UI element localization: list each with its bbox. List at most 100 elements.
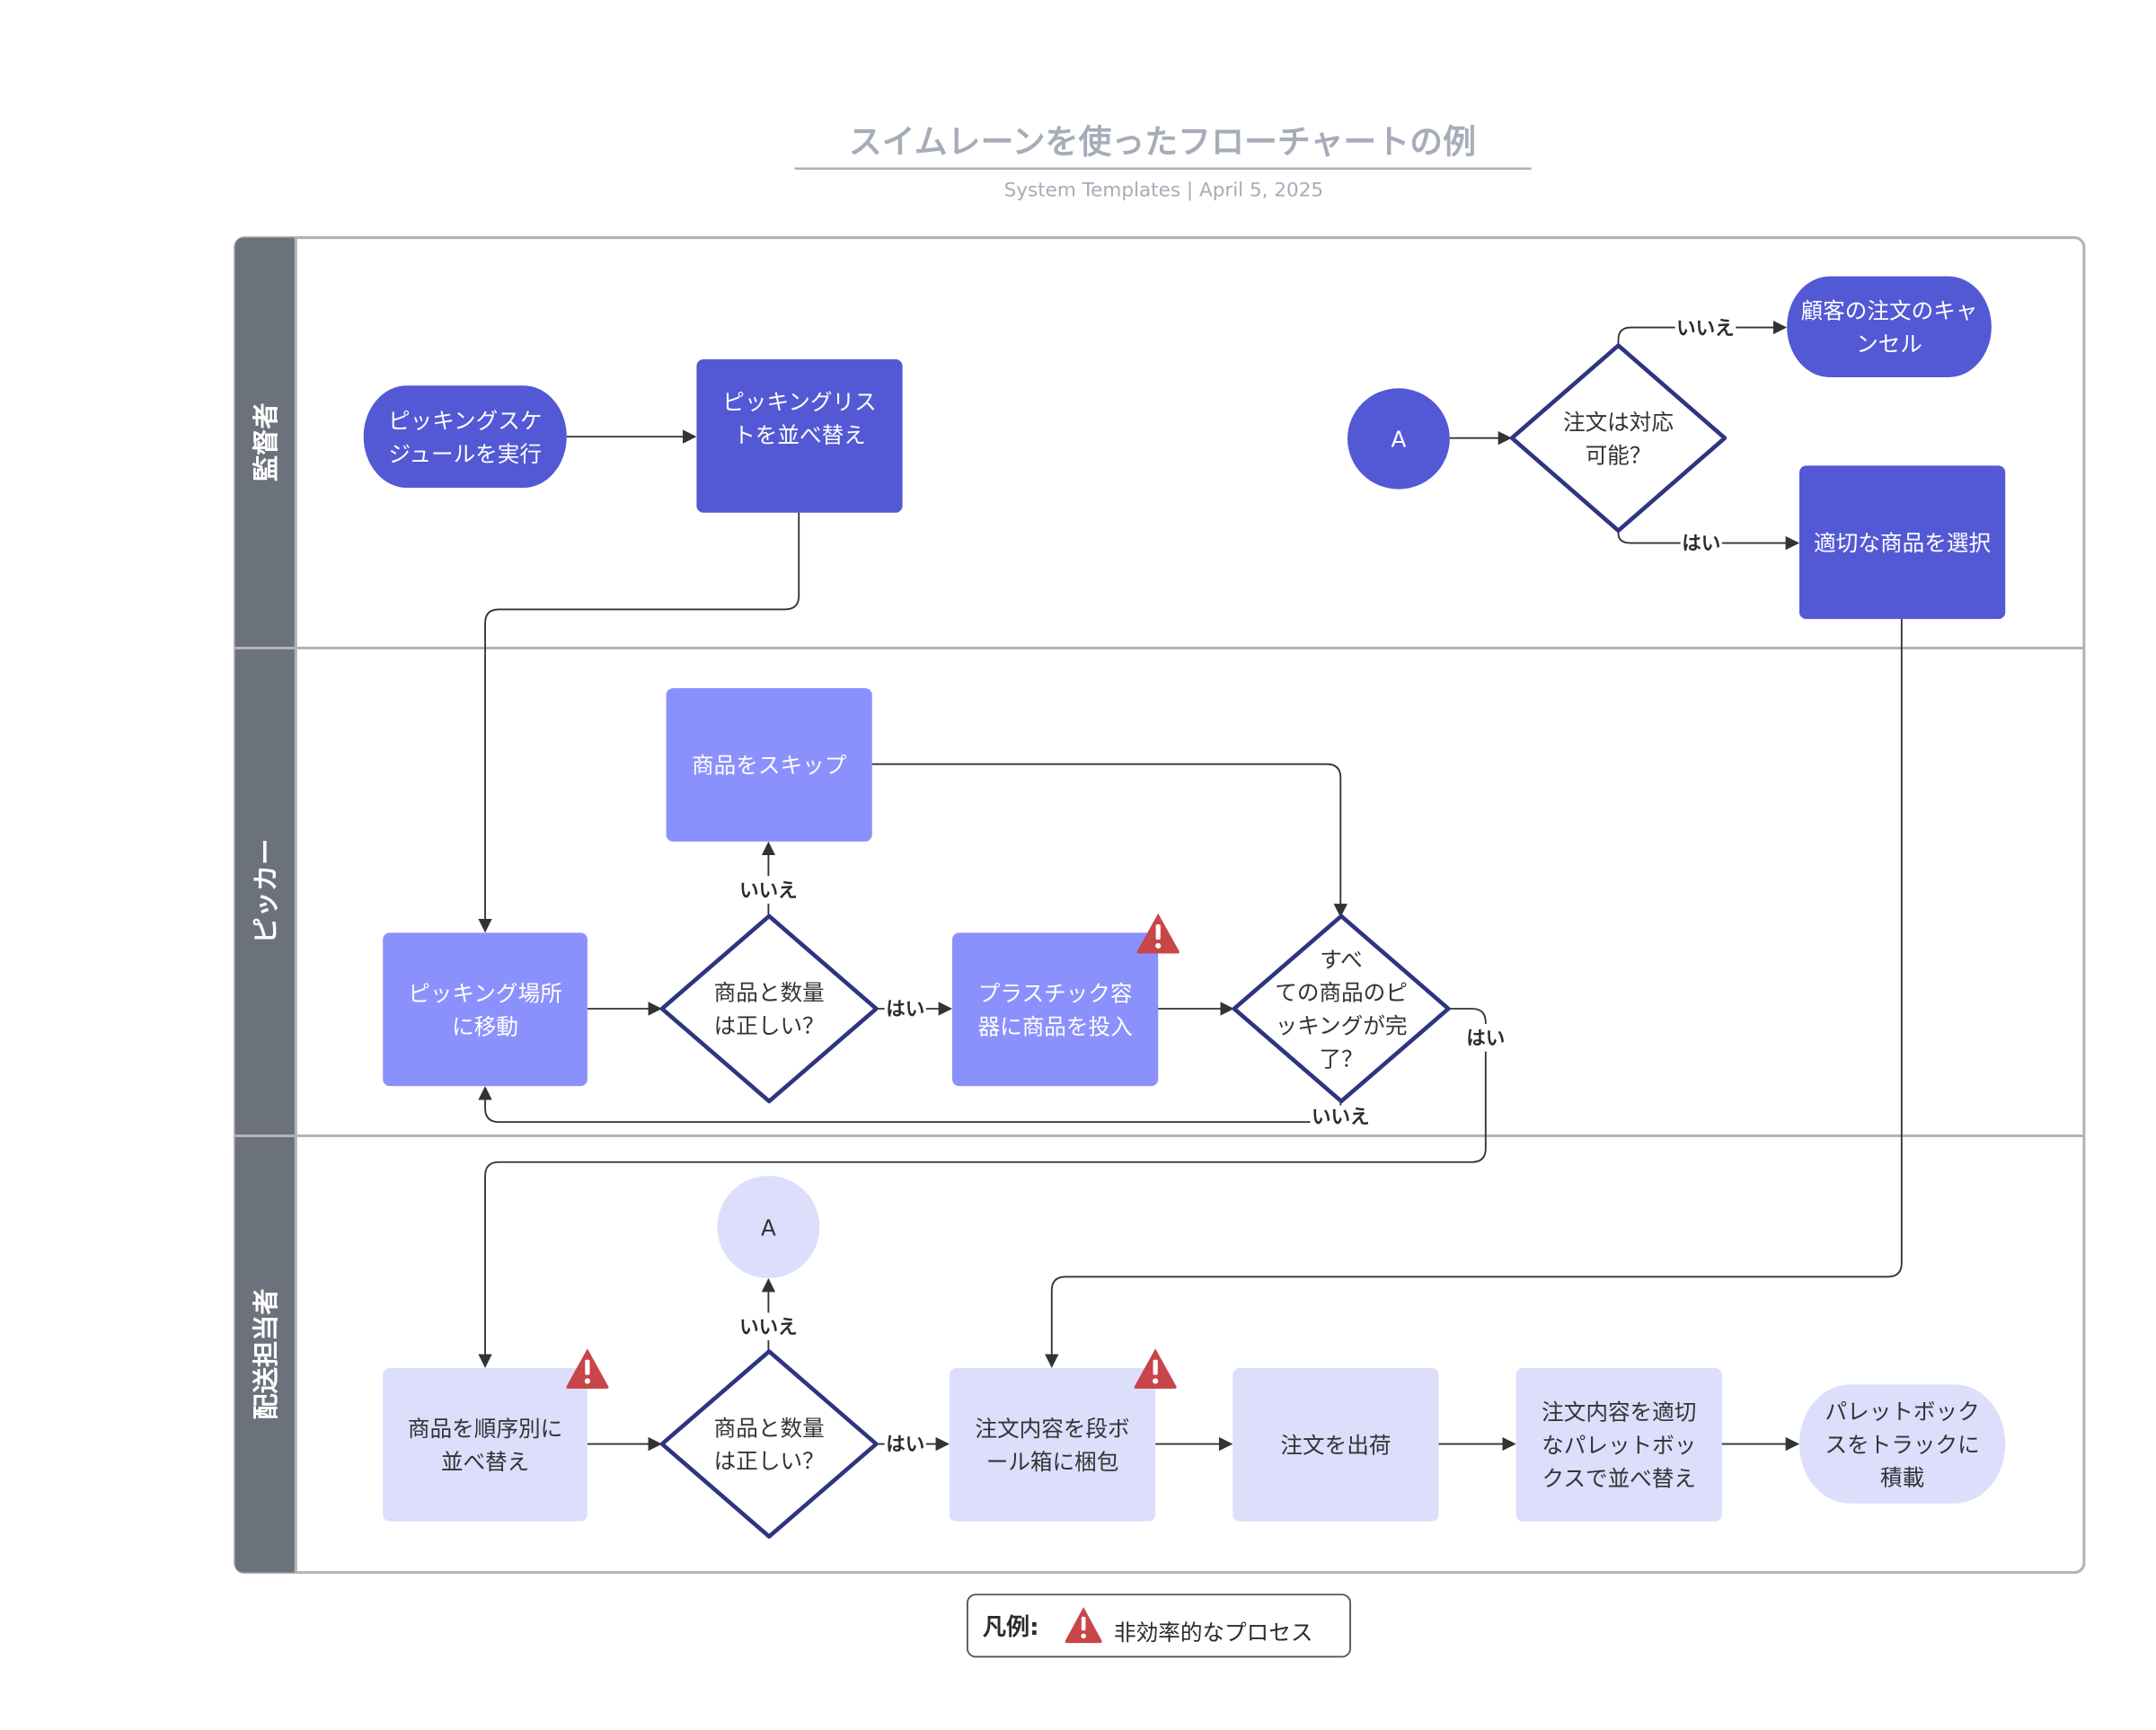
node-label: なパレットボッ	[1542, 1433, 1696, 1459]
process-shape	[363, 385, 567, 489]
process-shape	[952, 932, 1159, 1087]
process-shape	[1233, 1367, 1439, 1522]
swimlane-container: 監督者 ピッカー 配送担当者	[234, 236, 2086, 1575]
legend-item-label: 非効率的なプロセス	[1114, 1620, 1312, 1646]
edge-sortlist-to-location	[478, 512, 800, 933]
node-label: ジュールを実行	[388, 441, 542, 467]
node-label: に移動	[452, 1013, 518, 1039]
edge-label-yes: はい	[886, 1434, 924, 1456]
lane-label-picker: ピッカー	[251, 839, 281, 944]
process-shape	[1515, 1367, 1722, 1522]
node-label: ッキングが完	[1276, 1013, 1408, 1039]
process-shape	[1799, 465, 2006, 620]
node-label: 顧客の注文のキャ	[1801, 298, 1978, 324]
node-label: スをトラックに	[1825, 1432, 1979, 1458]
lane-label-shipper: 配送担当者	[251, 1289, 281, 1420]
process-shape	[383, 932, 588, 1087]
process-shape	[666, 688, 872, 842]
node-label: 注文内容を段ボ	[975, 1416, 1129, 1442]
legend-title: 凡例:	[983, 1614, 1039, 1641]
node-label: ての商品のピ	[1275, 980, 1408, 1006]
warning-icon	[1136, 913, 1180, 954]
edge-label-yes: はい	[1466, 1028, 1505, 1050]
node-label: 了？	[1319, 1046, 1363, 1072]
warning-icon	[1134, 1348, 1177, 1390]
connector-shape	[717, 1176, 820, 1278]
node-label: 商品と数量	[714, 1415, 825, 1441]
node-label: 商品と数量	[714, 980, 825, 1006]
node-label: 注文内容を適切	[1542, 1399, 1696, 1425]
connector-shape	[1347, 388, 1450, 490]
edge-labels: いいえ はい いいえ はい はい いいえ いいえ はい	[738, 314, 1736, 1457]
node-label: 並べ替え	[441, 1449, 529, 1475]
process-shape	[1799, 1384, 2006, 1504]
process-shape	[949, 1367, 1156, 1522]
node-label: プラスチック容	[978, 981, 1133, 1007]
node-skip-item[interactable]: 商品をスキップ	[666, 688, 872, 842]
node-select-items[interactable]: 適切な商品を選択	[1799, 465, 2006, 620]
page-subtitle: System Templates | April 5, 2025	[1004, 179, 1324, 201]
process-shape	[383, 1367, 588, 1522]
edge-label-yes: はい	[1682, 533, 1720, 555]
edge-skip-to-allpicked	[870, 763, 1348, 918]
node-label: 商品を順序別に	[408, 1416, 562, 1442]
decision-shape	[659, 1349, 879, 1539]
edge-label-no: いいえ	[1676, 317, 1735, 340]
legend: 凡例: 非効率的なプロセス	[967, 1593, 1351, 1658]
node-label: A	[761, 1214, 776, 1240]
node-label: 商品をスキップ	[692, 753, 847, 779]
decision-shape	[659, 914, 879, 1104]
node-label: A	[1391, 427, 1406, 453]
node-label: ンセル	[1856, 331, 1922, 357]
process-shape	[696, 358, 903, 513]
edge-label-no: いいえ	[739, 879, 798, 902]
edge-decision-no-to-cancel	[1617, 320, 1788, 346]
node-label: は正しい？	[714, 1448, 825, 1474]
node-label: すべ	[1320, 947, 1362, 973]
node-label: 注文は対応	[1563, 409, 1674, 435]
node-label: ピッキングリス	[722, 389, 877, 415]
node-label: ピッキングスケ	[388, 408, 543, 434]
node-label: トを並べ替え	[733, 422, 866, 448]
edge-label-no: いいえ	[1312, 1107, 1370, 1129]
node-label: 積載	[1880, 1465, 1924, 1491]
edge-allpicked-no-to-location	[478, 1086, 1342, 1124]
edges	[478, 320, 1903, 1452]
edge-label-yes: はい	[886, 999, 924, 1021]
node-connector-a-top[interactable]: A	[1347, 388, 1450, 490]
node-label: 適切な商品を選択	[1814, 530, 1991, 556]
node-label: 可能？	[1586, 442, 1652, 468]
edge-allpicked-yes-to-sort	[478, 1008, 1487, 1368]
decision-shape	[1232, 914, 1451, 1104]
node-label: クスで並べ替え	[1542, 1465, 1696, 1491]
edge-label-no: いいえ	[739, 1316, 798, 1338]
node-label: 注文を出荷	[1280, 1433, 1391, 1459]
node-label: ール箱に梱包	[986, 1449, 1119, 1475]
node-ship-order[interactable]: 注文を出荷	[1233, 1367, 1439, 1522]
decision-shape	[1509, 343, 1727, 534]
edge-select-to-pack	[1045, 619, 1903, 1368]
node-label: ピッキング場所	[408, 981, 562, 1007]
warning-icon	[1065, 1607, 1102, 1644]
node-connector-a-bottom[interactable]: A	[717, 1176, 820, 1278]
edge-decision-yes-to-select	[1617, 530, 1800, 551]
node-label: パレットボック	[1825, 1399, 1979, 1425]
node-label: 器に商品を投入	[977, 1013, 1132, 1039]
lane-label-supervisor: 監督者	[251, 402, 281, 481]
page-title: スイムレーンを使ったフローチャートの例	[849, 123, 1476, 162]
